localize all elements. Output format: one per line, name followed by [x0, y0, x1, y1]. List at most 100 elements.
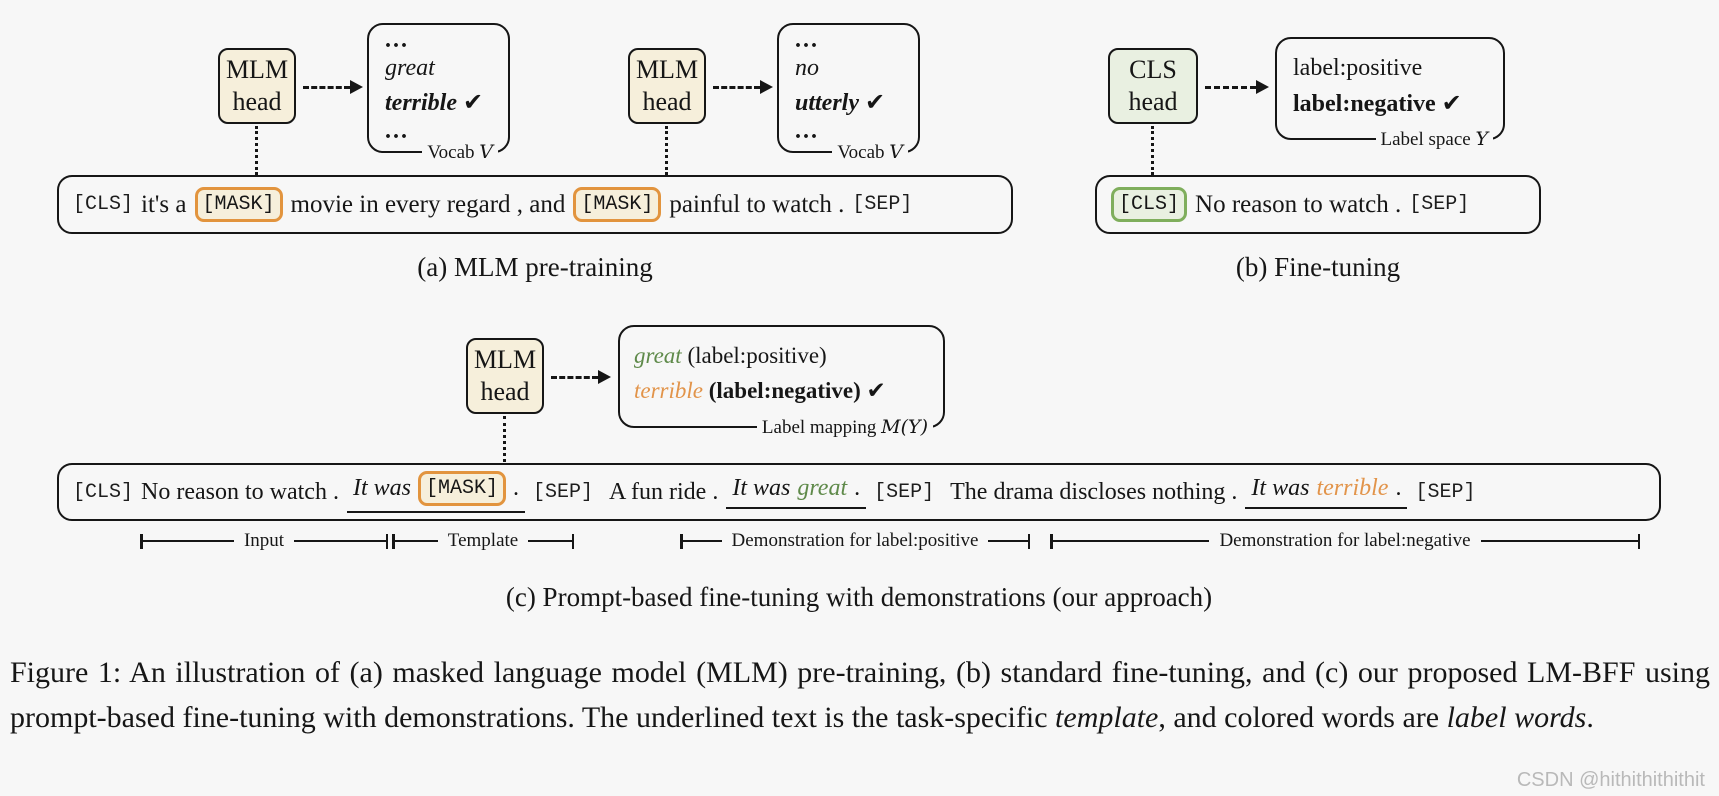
label-mapping-text: Label mapping: [761, 417, 877, 438]
template-it-was: It was: [352, 475, 411, 501]
vocab-word-great: great: [385, 55, 435, 82]
bracket-tick: [1637, 533, 1641, 549]
vocab-box-2-label: Vocab V: [832, 141, 908, 164]
bracket-line: [142, 540, 234, 542]
arrow-tip: [1256, 80, 1269, 94]
demo-negative-template-span: It was terrible .: [1245, 475, 1408, 509]
dotted-connector-icon: [665, 126, 668, 175]
panel-b-caption: (b) Fine-tuning: [1235, 252, 1401, 282]
caption-text-1: Figure 1: An illustration of (a) masked …: [10, 656, 1710, 734]
bracket-tick: [680, 533, 683, 549]
mlm-head-line2: head: [642, 87, 692, 116]
template-span: It was [MASK] .: [346, 471, 525, 513]
mlm-head-box-2: MLM head: [628, 48, 706, 124]
dashed-arrow-icon: [551, 370, 611, 384]
ellipsis: ...: [385, 27, 409, 53]
bracket-tick: [140, 533, 143, 549]
sep-token: [SEP]: [874, 480, 935, 504]
label-space-content: label:positive label:negative ✔: [1277, 39, 1503, 122]
arrow-dash: [713, 85, 760, 89]
check-icon: ✔: [1441, 88, 1462, 117]
vocab-label-text: Vocab: [837, 142, 885, 163]
vocab-box-1: ... great terrible ✔ ... Vocab V: [367, 23, 510, 164]
legend-demo-negative: Demonstration for label:negative: [1050, 530, 1641, 551]
arrow-dash: [1205, 85, 1256, 89]
vocab-symbol: V: [889, 141, 903, 163]
demo-positive-it-was: It was: [732, 475, 791, 501]
vocab-box-2-content: ... no utterly ✔ ...: [779, 25, 918, 151]
bracket-tick: [1027, 533, 1031, 549]
demo-negative-period: .: [1395, 475, 1402, 501]
mapping-row-negative: terrible (label:negative) ✔: [634, 374, 943, 409]
sep-token: [SEP]: [1409, 193, 1470, 216]
sentence-text: No reason to watch .: [1195, 190, 1402, 218]
label-word-terrible: terrible: [634, 377, 703, 403]
legend-demo-negative-label: Demonstration for label:negative: [1219, 530, 1471, 551]
demo-positive-template-span: It was great .: [726, 475, 867, 509]
legend-input: Input: [140, 530, 389, 551]
bracket-line: [294, 540, 386, 542]
cls-token: [CLS]: [73, 480, 134, 504]
dotted-connector-icon: [503, 416, 506, 462]
bracket-line: [1480, 540, 1638, 542]
arrow-dash: [551, 375, 598, 379]
caption-text-2: , and colored words are: [1158, 701, 1447, 734]
figure-caption: Figure 1: An illustration of (a) masked …: [10, 650, 1710, 740]
label-mapping-content: great (label:positive) terrible (label:n…: [620, 327, 943, 408]
legend-demo-positive: Demonstration for label:positive: [680, 530, 1031, 551]
label-space-symbol: Y: [1475, 128, 1488, 150]
bracket-line: [528, 540, 572, 542]
mask-token: [MASK]: [417, 471, 506, 506]
vocab-word-terrible: terrible: [385, 89, 457, 116]
sep-token: [SEP]: [1415, 480, 1476, 504]
cls-head-line2: head: [1128, 87, 1178, 116]
ellipsis: ...: [795, 117, 819, 144]
cls-head-box: CLS head: [1108, 48, 1198, 124]
cls-token: [CLS]: [73, 193, 134, 216]
cls-head-line1: CLS: [1129, 55, 1177, 85]
demo-positive-period: .: [854, 475, 861, 501]
label-space-label: Label space Y: [1375, 128, 1493, 151]
bracket-line: [682, 540, 722, 542]
bracket-tick: [385, 533, 389, 549]
mlm-head-box-3: MLM head: [466, 338, 544, 414]
input-text: No reason to watch .: [141, 478, 339, 505]
sentence-text: movie in every regard , and: [290, 190, 566, 218]
demo-positive-text: A fun ride .: [609, 478, 719, 505]
vocab-box-2: ... no utterly ✔ ... Vocab V: [777, 23, 920, 164]
sentence-row-c: [CLS] No reason to watch . It was [MASK]…: [57, 463, 1661, 521]
mlm-head-line1: MLM: [635, 55, 699, 85]
dotted-connector-icon: [255, 126, 258, 175]
dotted-connector-icon: [1151, 126, 1154, 175]
sentence-text: painful to watch .: [669, 190, 845, 218]
legend-input-label: Input: [243, 530, 285, 551]
label-mapping-box: great (label:positive) terrible (label:n…: [618, 325, 945, 439]
vocab-word-terrible-row: terrible ✔: [385, 88, 492, 117]
csdn-watermark: CSDN @hithithithithit: [1516, 769, 1705, 791]
sep-token: [SEP]: [852, 193, 913, 216]
mapping-negative-text: (label:negative): [708, 377, 861, 403]
label-positive: label:positive: [1293, 55, 1423, 81]
legend-demo-positive-label: Demonstration for label:positive: [731, 530, 979, 551]
label-space-box: label:positive label:negative ✔ Label sp…: [1275, 37, 1505, 151]
label-mapping-symbol: M(Y): [881, 416, 928, 438]
panel-a-caption: (a) MLM pre-training: [417, 252, 653, 282]
sentence-row-a: [CLS] it's a [MASK] movie in every regar…: [57, 175, 1013, 234]
label-word-great: great: [634, 343, 682, 368]
ellipsis: ...: [385, 117, 409, 144]
check-icon: ✔: [866, 377, 886, 404]
vocab-label-text: Vocab: [427, 142, 475, 163]
bracket-tick: [571, 533, 575, 549]
dashed-arrow-icon: [713, 80, 773, 94]
arrow-dash: [303, 85, 350, 89]
dashed-arrow-icon: [1205, 80, 1269, 94]
label-mapping-label: Label mapping M(Y): [756, 416, 933, 439]
arrow-tip: [760, 80, 773, 94]
mask-token-1: [MASK]: [194, 187, 283, 222]
label-space-text: Label space: [1380, 129, 1471, 150]
dashed-arrow-icon: [303, 80, 363, 94]
mask-token-2: [MASK]: [573, 187, 662, 222]
vocab-word-utterly-row: utterly ✔: [795, 88, 902, 117]
mlm-head-line1: MLM: [225, 55, 289, 85]
